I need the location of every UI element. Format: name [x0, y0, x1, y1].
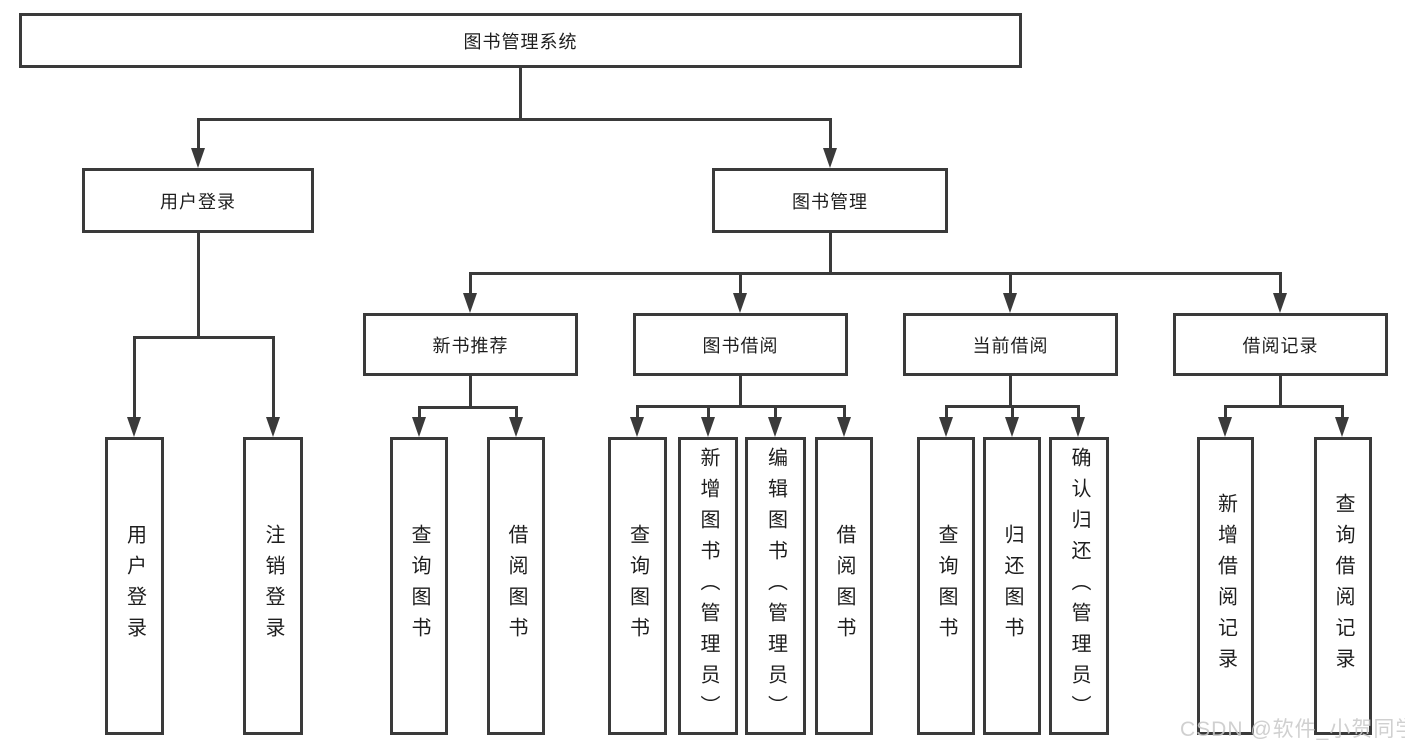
arrowhead-down — [191, 148, 205, 168]
node-query-books: 查询图书 — [608, 437, 667, 735]
node-add-books-admin: 新增图书（管理员） — [678, 437, 738, 735]
connector-records-branch — [1224, 405, 1344, 408]
arrowhead-down — [1003, 293, 1017, 313]
node-logout-action: 注销登录 — [243, 437, 303, 735]
connector-newbook-stem — [469, 376, 472, 406]
connector-drop — [1011, 405, 1014, 419]
connector-drop — [1341, 405, 1344, 419]
connector-drop — [197, 118, 200, 150]
node-edit-books-admin: 编辑图书（管理员） — [745, 437, 806, 735]
node-label: 借阅图书 — [505, 524, 527, 648]
connector-bookmgmt-stem — [829, 233, 832, 272]
arrowhead-down — [1273, 293, 1287, 313]
connector-drop — [1279, 272, 1282, 295]
node-return-books: 归还图书 — [983, 437, 1041, 735]
node-label: 确认归还（管理员） — [1068, 446, 1090, 726]
node-label: 图书管理 — [792, 191, 868, 212]
node-label: 新书推荐 — [432, 335, 509, 356]
connector-drop — [774, 405, 777, 419]
connector-newbook-branch — [418, 406, 518, 409]
arrowhead-down — [630, 417, 644, 437]
node-label: 归还图书 — [1001, 524, 1023, 648]
node-label: 用户登录 — [123, 524, 146, 648]
node-add-borrow-record: 新增借阅记录 — [1197, 437, 1254, 735]
node-label: 编辑图书（管理员） — [764, 446, 787, 726]
node-book-management: 图书管理 — [712, 168, 948, 233]
connector-borrowing-branch — [636, 405, 845, 408]
node-label: 新增借阅记录 — [1214, 493, 1237, 679]
connector-drop — [843, 405, 846, 419]
arrowhead-down — [823, 148, 837, 168]
arrowhead-down — [463, 293, 477, 313]
connector-drop — [707, 405, 710, 419]
node-label: 查询图书 — [935, 524, 957, 648]
connector-drop — [1077, 405, 1080, 419]
node-query-books: 查询图书 — [390, 437, 448, 735]
node-new-book-recommend: 新书推荐 — [363, 313, 578, 376]
arrowhead-down — [701, 417, 715, 437]
connector-userlogin-stem — [197, 233, 200, 336]
connector-drop — [829, 118, 832, 150]
connector-root-stem — [519, 68, 522, 118]
arrowhead-down — [127, 417, 141, 437]
node-label: 注销登录 — [262, 524, 284, 648]
csdn-watermark: CSDN @软件_小贺同学 — [1180, 718, 1405, 741]
connector-drop — [1224, 405, 1227, 419]
connector-drop — [469, 272, 472, 295]
node-library-system: 图书管理系统 — [19, 13, 1022, 68]
arrowhead-down — [1005, 417, 1019, 437]
node-label: 当前借阅 — [972, 335, 1049, 356]
node-label: 借阅记录 — [1242, 335, 1319, 356]
node-label: 图书管理系统 — [463, 31, 578, 52]
arrowhead-down — [837, 417, 851, 437]
node-current-borrowing: 当前借阅 — [903, 313, 1118, 376]
connector-drop — [945, 405, 948, 419]
connector-borrowing-stem — [739, 376, 742, 405]
node-label: 查询图书 — [626, 524, 649, 648]
node-label: 查询图书 — [408, 524, 430, 648]
connector-drop — [1009, 272, 1012, 295]
node-label: 用户登录 — [160, 191, 236, 212]
node-label: 查询借阅记录 — [1332, 493, 1354, 679]
node-borrow-books: 借阅图书 — [487, 437, 545, 735]
node-label: 借阅图书 — [833, 524, 855, 648]
connector-level1-branch — [197, 118, 832, 121]
connector-drop — [636, 405, 639, 419]
arrowhead-down — [768, 417, 782, 437]
connector-drop — [133, 336, 136, 419]
node-label: 新增图书（管理员） — [697, 446, 719, 726]
node-borrow-books: 借阅图书 — [815, 437, 873, 735]
node-borrowing-records: 借阅记录 — [1173, 313, 1388, 376]
connector-drop — [515, 406, 518, 419]
arrowhead-down — [266, 417, 280, 437]
arrowhead-down — [1218, 417, 1232, 437]
node-confirm-return-admin: 确认归还（管理员） — [1049, 437, 1109, 735]
arrowhead-down — [1335, 417, 1349, 437]
node-user-login-action: 用户登录 — [105, 437, 164, 735]
arrowhead-down — [1071, 417, 1085, 437]
node-query-books: 查询图书 — [917, 437, 975, 735]
node-query-borrow-record: 查询借阅记录 — [1314, 437, 1372, 735]
connector-userlogin-branch — [133, 336, 275, 339]
node-user-login: 用户登录 — [82, 168, 314, 233]
arrowhead-down — [509, 417, 523, 437]
connector-drop — [418, 406, 421, 419]
connector-current-stem — [1009, 376, 1012, 405]
node-label: 图书借阅 — [702, 335, 779, 356]
arrowhead-down — [939, 417, 953, 437]
connector-records-stem — [1279, 376, 1282, 405]
connector-bookmgmt-branch — [469, 272, 1282, 275]
node-book-borrowing: 图书借阅 — [633, 313, 848, 376]
arrowhead-down — [733, 293, 747, 313]
arrowhead-down — [412, 417, 426, 437]
connector-drop — [739, 272, 742, 295]
connector-drop — [272, 336, 275, 419]
